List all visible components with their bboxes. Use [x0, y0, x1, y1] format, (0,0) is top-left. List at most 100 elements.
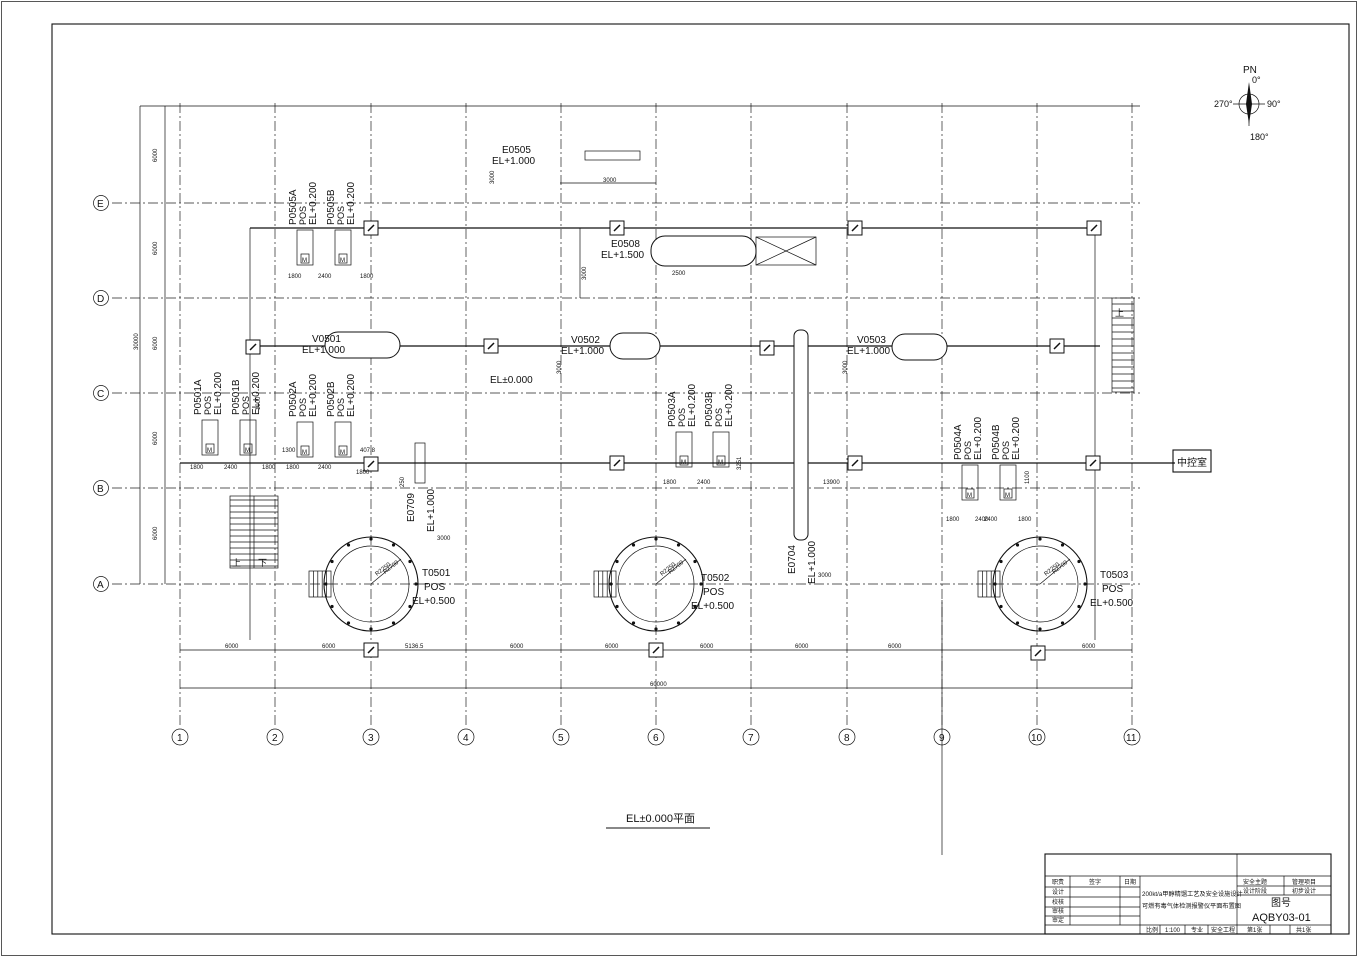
vessel-icon [324, 331, 401, 359]
tb-sheet-label: 图号 [1271, 897, 1291, 909]
axis-label-col: 3 [368, 733, 374, 744]
gas-detector-icon [367, 646, 375, 654]
pump-icon [999, 464, 1017, 501]
tb-prof-label: 专业 [1191, 926, 1203, 934]
axis-bubble-col [552, 728, 570, 746]
axis-label-row: E [97, 199, 104, 210]
dim-1800: 1800 [356, 470, 370, 476]
tank-bolt [693, 559, 697, 564]
axis-bubble-row [93, 290, 109, 306]
axis-label-col: 5 [558, 733, 564, 744]
tank-bolt [699, 582, 703, 586]
dim-13900: 13900 [823, 480, 840, 486]
equipment-elevation: EL+0.500 [1090, 598, 1134, 609]
pump-pos: POS [714, 408, 724, 427]
dim-1800: 1800 [946, 517, 960, 523]
dim-2400: 2400 [318, 274, 332, 280]
dim-3000: 3000 [557, 360, 563, 374]
tank-bolt [1083, 582, 1087, 586]
gas-detector-icon [1034, 649, 1042, 657]
dim-row-bay: 6000 [153, 241, 159, 255]
axis-label-col: 8 [844, 733, 850, 744]
tb-total: 共1张 [1296, 926, 1311, 934]
equipment-tag: V0502 [571, 335, 600, 346]
gas-detector-icon [1053, 342, 1061, 350]
pump-pos: POS [336, 398, 346, 417]
tank-radius-label: R2700 [668, 560, 686, 576]
plan-title: EL±0.000平面 [606, 813, 710, 829]
exchanger-bundle-icon [755, 236, 817, 266]
axis-label-col: 1 [177, 733, 183, 744]
pump-tag: P0502B [326, 381, 337, 417]
dim-2400: 2400 [318, 465, 332, 471]
dim-row-bay: 6000 [153, 148, 159, 162]
dim-1800: 1800 [288, 274, 302, 280]
pump-pos: POS [203, 396, 213, 415]
dim-3000: 3000 [490, 170, 496, 184]
pump-elevation: EL+0.200 [1011, 416, 1022, 460]
tank-bolt [631, 543, 636, 547]
axis-bubble-col [1028, 728, 1046, 746]
pump-motor-icon [679, 455, 689, 466]
dim-1800: 1800 [1018, 517, 1032, 523]
axis-label-col: 4 [463, 733, 469, 744]
tank-bolt [615, 604, 619, 609]
tank-ladder-icon [593, 570, 617, 598]
tank-bolt [654, 627, 658, 631]
gas-detector-icon [613, 459, 621, 467]
north-270: 270° [1214, 99, 1233, 109]
dim-1800: 1800 [262, 465, 276, 471]
axis-label-row: C [97, 389, 104, 400]
gas-detector-icon [652, 646, 660, 654]
dim-2400: 2400 [984, 517, 998, 523]
pump-tag: P0503B [704, 391, 715, 427]
dim-bay: 6000 [795, 644, 809, 650]
gas-detector-icon [763, 344, 771, 352]
dim-total-y: 30000 [134, 333, 140, 350]
axis-label-row: B [97, 484, 104, 495]
dim-bay: 6000 [322, 644, 336, 650]
control-room-box [1172, 449, 1212, 473]
tb-scale: 1:100 [1165, 928, 1181, 934]
tank-icon [323, 536, 419, 632]
axis-label-col: 2 [272, 733, 278, 744]
tank-bolt [391, 621, 396, 625]
axis-bubble-col [838, 728, 856, 746]
tank-radius-label: R2700 [1052, 560, 1070, 576]
pump-motor-icon [243, 443, 253, 454]
pump-motor-icon [716, 455, 726, 466]
tb-r4: 初步设计 [1292, 887, 1316, 895]
tank-bolt [1015, 543, 1020, 547]
tank-bolt [324, 582, 328, 586]
dim-bay: 6000 [225, 644, 239, 650]
pump-motor-mark: M [302, 450, 307, 456]
gas-detector-icon [367, 460, 375, 468]
tank-bolt [693, 604, 697, 609]
axis-bubble-col [457, 728, 475, 746]
tank-bolt [1060, 621, 1065, 625]
tank-radius [655, 558, 687, 585]
equipment-tag: E0709 [406, 493, 417, 522]
dim-row-bay: 6000 [153, 431, 159, 445]
north-90: 90° [1267, 99, 1281, 109]
inner-frame [51, 23, 1350, 935]
pump-pos: POS [1001, 441, 1011, 460]
dim-2400: 2400 [224, 465, 238, 471]
dim-3000: 3000 [582, 266, 588, 280]
pump-motor-mark: M [681, 460, 686, 466]
dim-2500: 2500 [672, 271, 686, 277]
axis-label-col: 11 [1126, 733, 1137, 744]
equipment-pos: POS [424, 582, 445, 593]
dim-odd: 5136.5 [405, 644, 424, 650]
axis-bubble-row [93, 195, 109, 211]
pump-motor-icon [300, 445, 310, 456]
tank-ladder-icon [977, 570, 1001, 598]
north-0: 0° [1252, 75, 1261, 85]
pump-pos: POS [677, 408, 687, 427]
floor-elevation-label: EL±0.000 [490, 375, 533, 386]
tank-bolt [1015, 621, 1020, 625]
equipment-tag: E0704 [787, 545, 798, 574]
gas-detector-icon [1089, 459, 1097, 467]
dim-row-bay: 6000 [153, 526, 159, 540]
